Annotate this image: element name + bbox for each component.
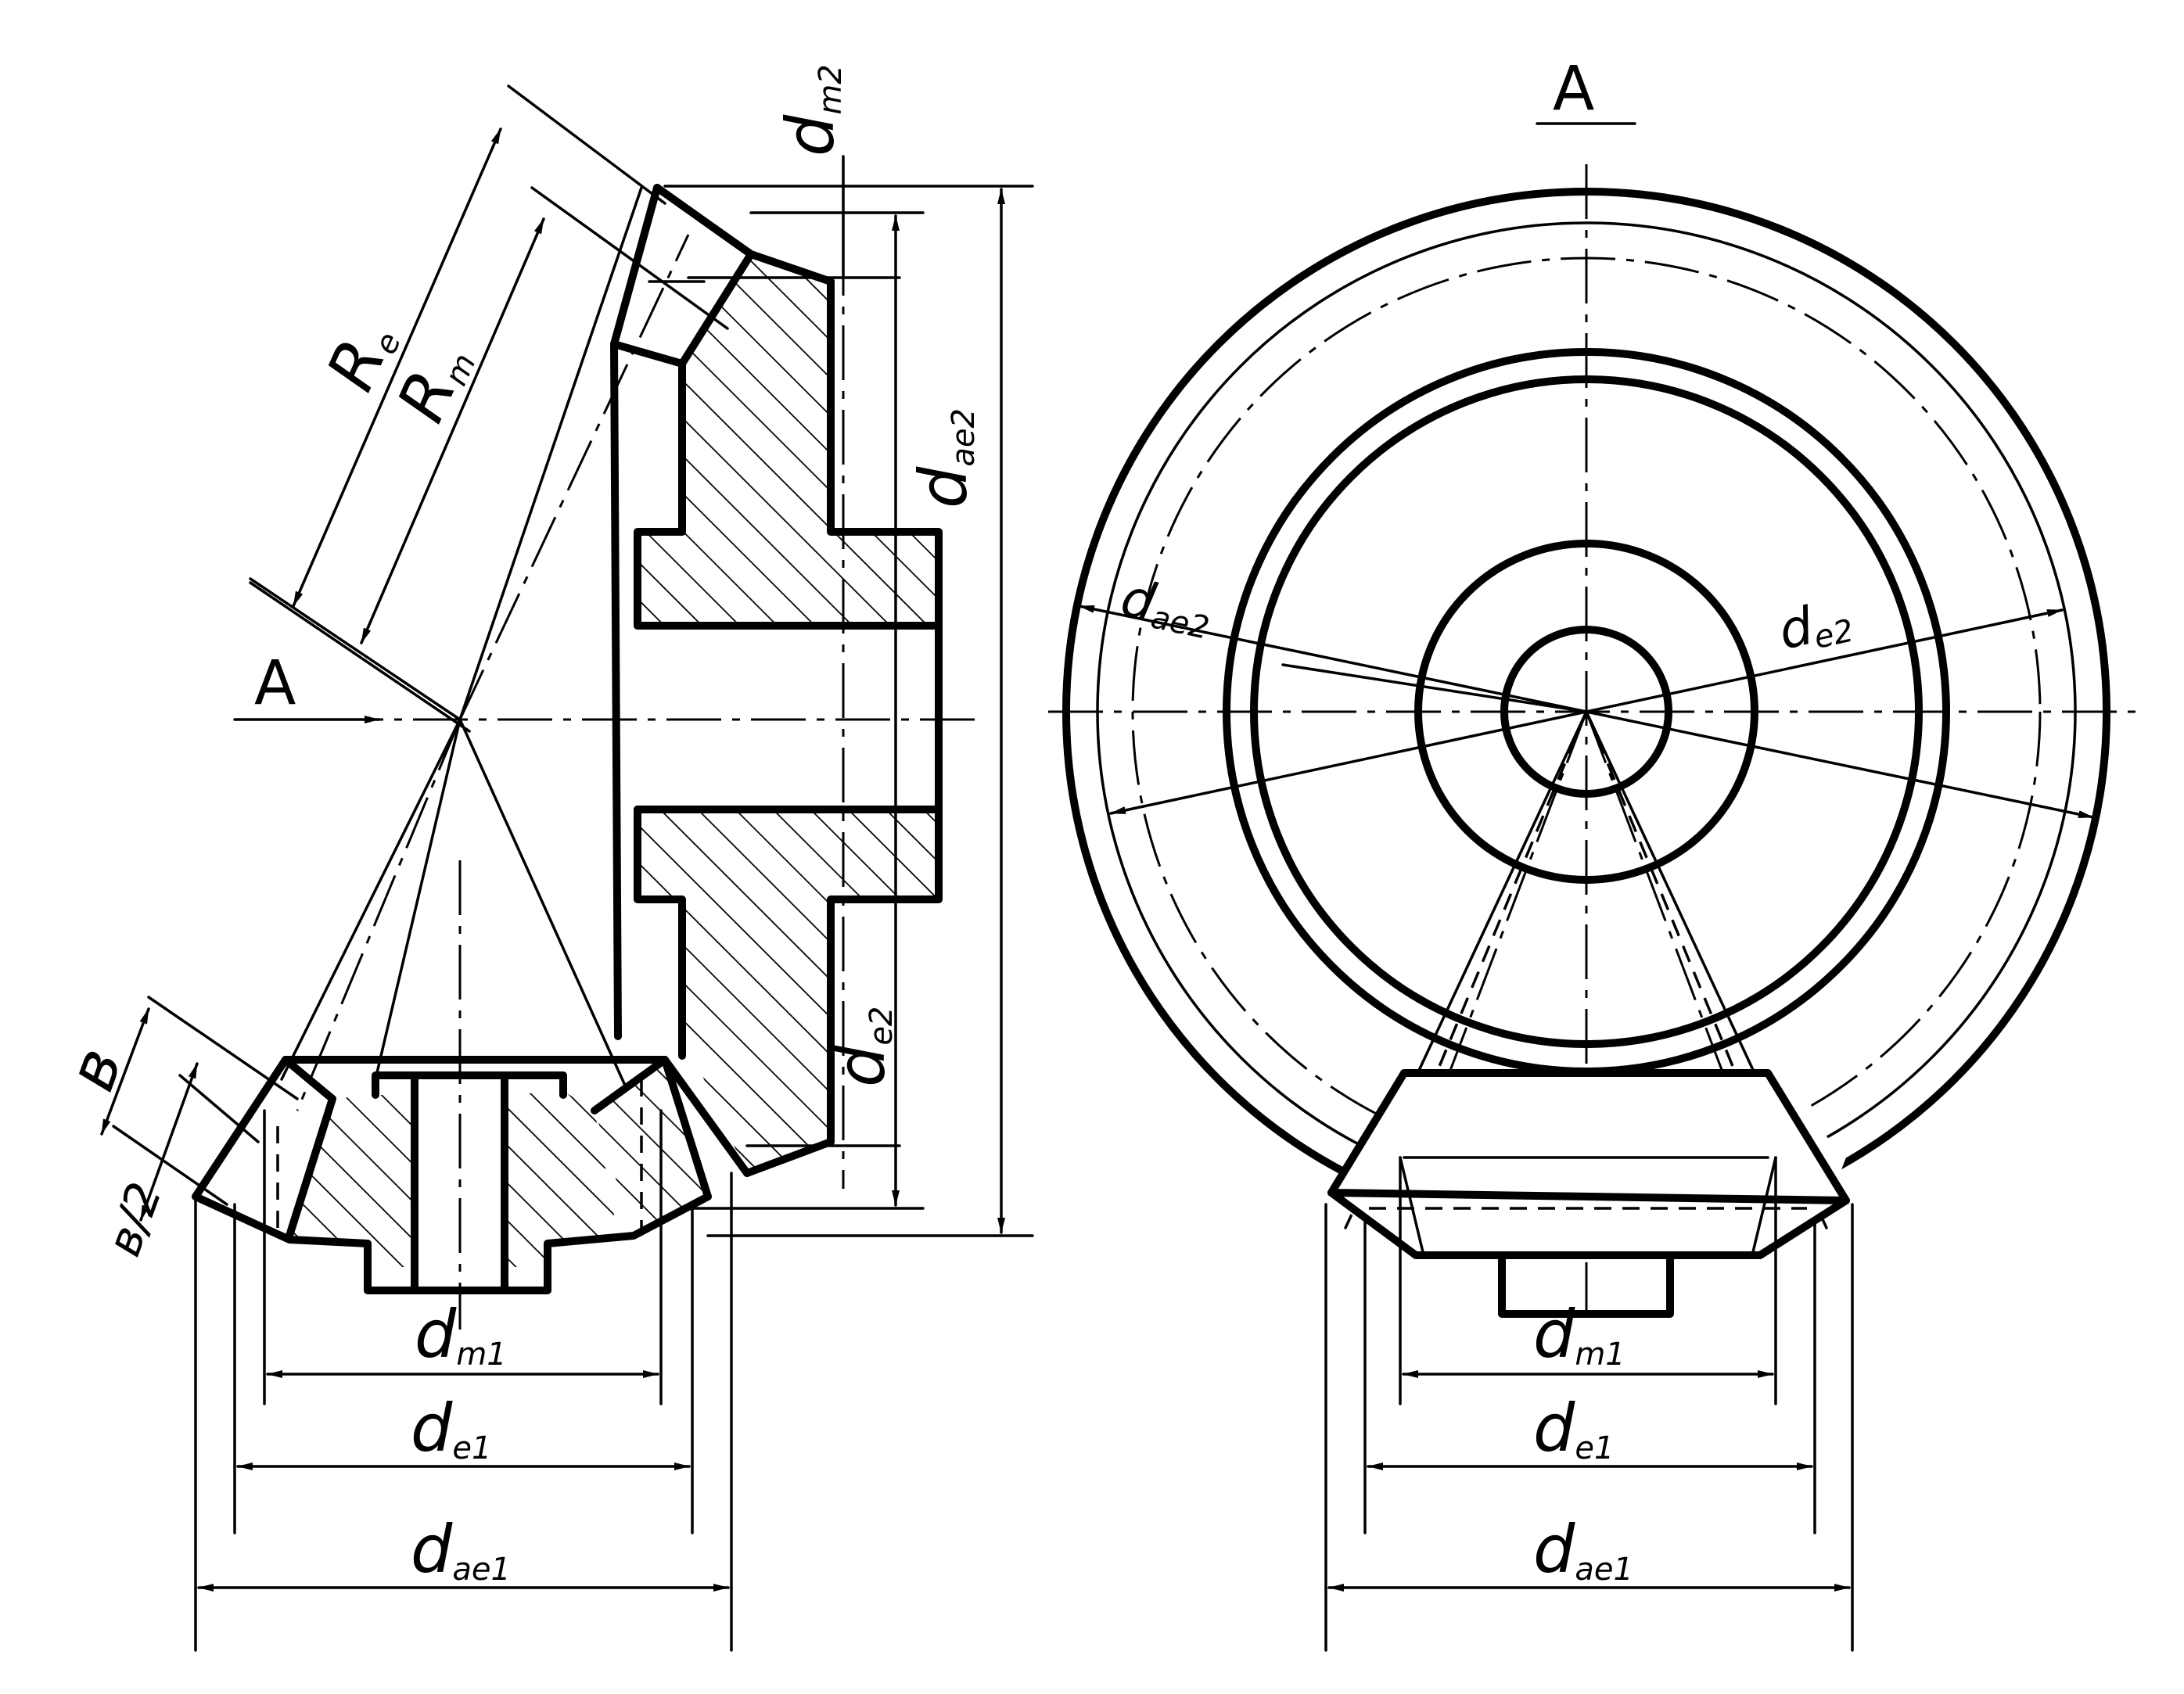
dae2-label: dae2 bbox=[905, 408, 982, 508]
cone-line-4 bbox=[249, 577, 462, 721]
dae1-label: dae1 bbox=[411, 1511, 511, 1588]
b-ext-mid bbox=[178, 1074, 260, 1143]
pinion-inner-right bbox=[1751, 1156, 1777, 1257]
gear1-left-tooth bbox=[282, 1056, 336, 1240]
pinion-hub bbox=[1498, 1251, 1674, 1318]
b-dim-line bbox=[100, 1007, 150, 1136]
re-ext-top bbox=[507, 84, 666, 205]
mesh-tooth-edge bbox=[661, 1056, 751, 1177]
b-half-label: в/2 bbox=[96, 1175, 173, 1263]
gear1-right-hatch bbox=[505, 1091, 618, 1267]
cone-line-5 bbox=[374, 718, 462, 1081]
de2-label: de2 bbox=[823, 1007, 900, 1087]
dm2-label: dm2 bbox=[772, 64, 849, 156]
pinion-cone-5 bbox=[1406, 711, 1588, 1143]
front-dae2-label: dae2 bbox=[1115, 567, 1217, 646]
front-de2-label: de2 bbox=[1773, 587, 1856, 662]
gear2-inner-top bbox=[610, 184, 755, 368]
pinion-inner-left bbox=[1399, 1156, 1425, 1257]
front-radial-1 bbox=[1281, 663, 1588, 713]
rm-ext-top bbox=[530, 186, 729, 330]
front-dae1-label: dae1 bbox=[1533, 1511, 1633, 1588]
front-view bbox=[1048, 122, 2136, 1652]
cone-line-2 bbox=[458, 718, 627, 1089]
dm1-label: dm1 bbox=[415, 1296, 507, 1373]
de1-label: de1 bbox=[411, 1390, 491, 1466]
gear2-outline-top bbox=[653, 184, 943, 630]
re-label: Re bbox=[312, 310, 408, 401]
rm-dim-line bbox=[360, 217, 545, 644]
front-dm1-label: dm1 bbox=[1533, 1296, 1625, 1373]
front-de1-label: de1 bbox=[1533, 1390, 1614, 1466]
gear1-hub-top bbox=[372, 1071, 567, 1099]
b-label: в bbox=[52, 1038, 138, 1100]
re-ext-bottom bbox=[249, 581, 471, 733]
b-ext-top bbox=[147, 996, 299, 1100]
pinion-cone-6 bbox=[1585, 711, 1766, 1143]
side-view bbox=[100, 84, 1034, 1652]
side-arrow-label: A bbox=[254, 648, 296, 719]
gear1-outline bbox=[192, 1056, 712, 1294]
gear1-tooth-hatch bbox=[594, 1060, 708, 1236]
cone-line-3 bbox=[280, 718, 462, 1081]
gear2-tooth-edge bbox=[610, 340, 622, 1040]
pitch-cone-line-upper bbox=[458, 234, 690, 720]
gear2-lower-hatch bbox=[638, 809, 939, 1173]
view-title-label: A bbox=[1553, 54, 1594, 124]
b-half-dim-line bbox=[139, 1062, 199, 1222]
pinion-lower-outline bbox=[1327, 1189, 1850, 1259]
labels: A A Re Rm в в/2 dm2 dae2 de2 dm1 de1 dae… bbox=[52, 54, 1857, 1588]
pinion-fill bbox=[1331, 1073, 1846, 1255]
pitch-cone-line-lower bbox=[296, 719, 462, 1111]
gear2-outline-bottom bbox=[743, 806, 943, 1177]
